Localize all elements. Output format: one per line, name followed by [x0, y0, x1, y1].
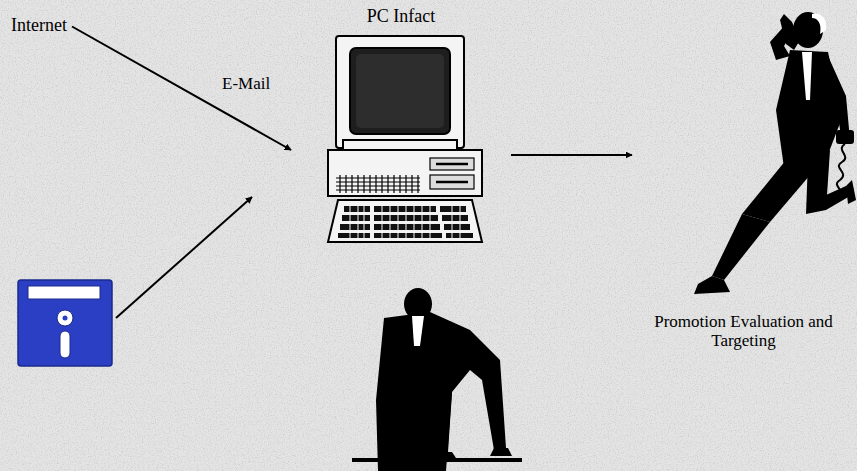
- node-text: PC Infact: [367, 6, 435, 27]
- flow-arrow: [511, 154, 632, 156]
- figure-node: PC Infact: [291, 4, 511, 244]
- node-text: Promotion Evaluation and Targeting: [634, 312, 853, 351]
- figure-node: Internet: [8, 12, 72, 41]
- running-man-figure: [694, 12, 856, 294]
- leaning-person-figure: [352, 288, 522, 471]
- computer: [328, 36, 482, 242]
- flow-arrow: [72, 27, 291, 151]
- floppy-arrow: [116, 197, 252, 318]
- floppy-disk: [18, 280, 112, 366]
- node-text: Internet: [11, 15, 67, 36]
- figure-node: Promotion Evaluation and Targeting: [632, 8, 855, 353]
- flow-label: E-Mail: [222, 74, 270, 94]
